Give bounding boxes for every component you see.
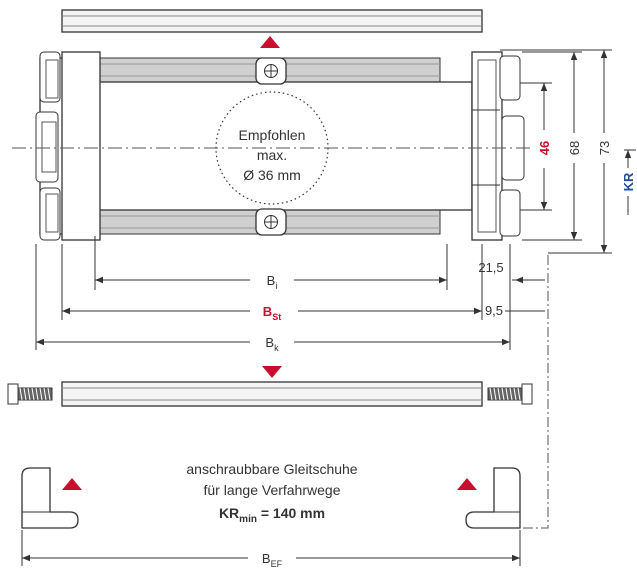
dim-bst: BSt bbox=[263, 304, 281, 322]
insert-arrow-middle bbox=[262, 366, 282, 378]
dim-bi: Bi bbox=[267, 273, 278, 291]
glide-shoe-left bbox=[21, 467, 79, 529]
chain-link-assembly bbox=[12, 51, 545, 241]
top-cover-strip bbox=[61, 9, 483, 33]
max-label: max. bbox=[257, 147, 287, 163]
glide-note-line2: für lange Verfahrwege bbox=[204, 482, 341, 498]
dim-9-5: 9,5 bbox=[485, 303, 503, 318]
dim-bef: BEF bbox=[262, 551, 283, 569]
bottom-cover-strip bbox=[61, 381, 483, 407]
glide-note-line1: anschraubbare Gleitschuhe bbox=[186, 461, 357, 477]
diameter-label: Ø 36 mm bbox=[243, 167, 301, 183]
dim-21-5: 21,5 bbox=[478, 260, 503, 275]
shoe-arrow-left bbox=[62, 478, 82, 490]
dim-46: 46 bbox=[537, 141, 552, 155]
insert-arrow-top bbox=[260, 36, 280, 48]
screw-left bbox=[7, 383, 53, 405]
dim-kr: KR bbox=[621, 172, 636, 191]
glide-note-kr: KRmin = 140 mm bbox=[219, 505, 325, 525]
dim-bk: Bk bbox=[265, 335, 279, 353]
dim-73: 73 bbox=[597, 141, 612, 155]
dim-68: 68 bbox=[567, 141, 582, 155]
shoe-arrow-right bbox=[457, 478, 477, 490]
glide-shoe-right bbox=[465, 467, 521, 529]
screw-right bbox=[487, 383, 533, 405]
recommended-label: Empfohlen bbox=[239, 127, 306, 143]
